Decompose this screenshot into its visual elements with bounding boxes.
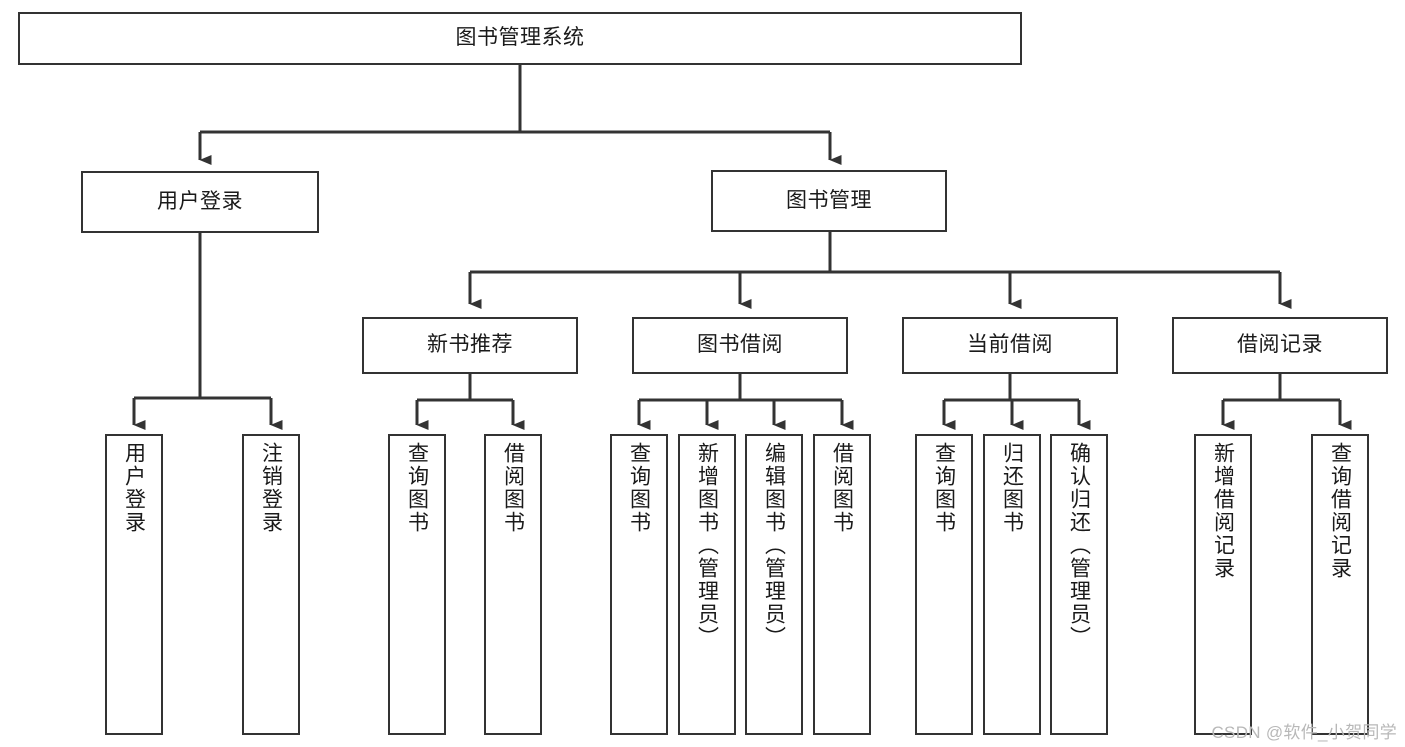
node-leaf-query-record-label: 查询借阅记录 xyxy=(1328,442,1352,580)
node-leaf-query-book-1-label: 查询图书 xyxy=(405,442,429,534)
node-user-login[interactable]: 用户登录 xyxy=(81,171,319,233)
node-borrow-record-label: 借阅记录 xyxy=(1237,333,1323,357)
node-leaf-logout-login[interactable]: 注销登录 xyxy=(242,434,300,735)
node-leaf-query-book-3-label: 查询图书 xyxy=(932,442,956,534)
node-current-borrow-label: 当前借阅 xyxy=(967,333,1053,357)
node-leaf-query-record[interactable]: 查询借阅记录 xyxy=(1311,434,1369,735)
node-leaf-borrow-book-1[interactable]: 借阅图书 xyxy=(484,434,542,735)
node-leaf-borrow-book-2-label: 借阅图书 xyxy=(830,442,854,534)
node-leaf-add-book[interactable]: 新增图书（管理员） xyxy=(678,434,736,735)
node-leaf-query-book-2[interactable]: 查询图书 xyxy=(610,434,668,735)
node-book-borrow[interactable]: 图书借阅 xyxy=(632,317,848,374)
node-leaf-add-record[interactable]: 新增借阅记录 xyxy=(1194,434,1252,735)
node-book-manage-label: 图书管理 xyxy=(786,188,872,212)
node-borrow-record[interactable]: 借阅记录 xyxy=(1172,317,1388,374)
node-book-borrow-label: 图书借阅 xyxy=(697,333,783,357)
node-leaf-query-book-2-label: 查询图书 xyxy=(627,442,651,534)
node-root-label: 图书管理系统 xyxy=(455,26,585,50)
node-new-book-recommend[interactable]: 新书推荐 xyxy=(362,317,578,374)
watermark-text: CSDN @软件_小贺同学 xyxy=(1211,723,1397,742)
node-leaf-confirm-return[interactable]: 确认归还（管理员） xyxy=(1050,434,1108,735)
node-user-login-label: 用户登录 xyxy=(157,189,243,213)
node-leaf-return-book-label: 归还图书 xyxy=(1000,442,1024,534)
node-leaf-borrow-book-2[interactable]: 借阅图书 xyxy=(813,434,871,735)
node-leaf-borrow-book-1-label: 借阅图书 xyxy=(501,442,525,534)
node-new-book-recommend-label: 新书推荐 xyxy=(427,333,513,357)
node-leaf-user-login[interactable]: 用户登录 xyxy=(105,434,163,735)
node-leaf-edit-book[interactable]: 编辑图书（管理员） xyxy=(745,434,803,735)
node-current-borrow[interactable]: 当前借阅 xyxy=(902,317,1118,374)
node-leaf-add-record-label: 新增借阅记录 xyxy=(1211,442,1235,580)
node-leaf-add-book-label: 新增图书（管理员） xyxy=(695,442,719,649)
node-leaf-return-book[interactable]: 归还图书 xyxy=(983,434,1041,735)
node-leaf-query-book-1[interactable]: 查询图书 xyxy=(388,434,446,735)
node-book-manage[interactable]: 图书管理 xyxy=(711,170,947,232)
node-leaf-query-book-3[interactable]: 查询图书 xyxy=(915,434,973,735)
node-leaf-logout-login-label: 注销登录 xyxy=(259,442,283,534)
node-root[interactable]: 图书管理系统 xyxy=(18,12,1022,65)
node-leaf-edit-book-label: 编辑图书（管理员） xyxy=(762,442,786,649)
node-leaf-confirm-return-label: 确认归还（管理员） xyxy=(1067,442,1091,649)
node-leaf-user-login-label: 用户登录 xyxy=(122,442,146,534)
